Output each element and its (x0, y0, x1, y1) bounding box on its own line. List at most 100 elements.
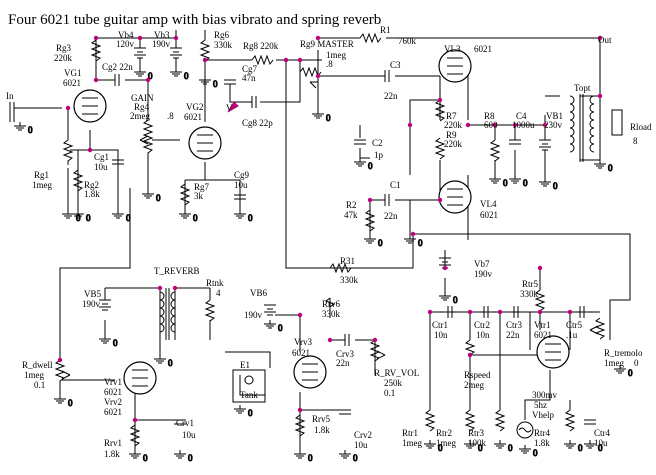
label-rtr1v: 1meg (402, 438, 422, 448)
ground-icon (72, 210, 84, 219)
label-r1v: 760k (398, 36, 417, 46)
ground-node-label: 0 (143, 453, 148, 463)
label-rspeedv: 2meg (464, 380, 484, 390)
crv3-cap (344, 334, 350, 346)
vhelp-sine-icon (518, 427, 532, 433)
ground-node-label: 0 (148, 71, 153, 81)
junction-dot (173, 35, 179, 41)
junction-dot (297, 407, 303, 413)
ground-node-label: 0 (453, 295, 458, 305)
ground-node-label: 0 (168, 358, 173, 368)
label-rload: Rload (630, 122, 652, 132)
ground-node-label: 0 (478, 443, 483, 453)
topt-secondary (589, 95, 595, 153)
ground-node-label: 0 (184, 71, 189, 81)
label-crv1: Crv1 (176, 418, 194, 428)
ground-icon (54, 395, 66, 404)
label-vb1: VB1 (546, 111, 563, 121)
label-rspeed: Rspeed (464, 370, 491, 380)
label-c1v: 22n (384, 211, 398, 221)
label-r8: R8 (484, 111, 495, 121)
label-rrv6v: 330k (322, 309, 341, 319)
label-vb5v: 190v (82, 299, 101, 309)
ground-icon (112, 210, 124, 219)
ground-icon (129, 450, 141, 459)
label-vg1t: 6021 (63, 78, 81, 88)
junction-dot (465, 122, 471, 128)
junction-dot (442, 265, 448, 271)
ground-icon (264, 320, 276, 329)
vb5-battery (99, 299, 111, 311)
ground-icon (519, 445, 531, 454)
ground-node-label: 0 (578, 443, 583, 453)
label-rtr1: Rtr1 (402, 428, 418, 438)
junction-dot (492, 122, 498, 128)
rdwell-pot (54, 359, 66, 395)
junction-dot (512, 122, 518, 128)
label-ctr2v: 10n (476, 330, 490, 340)
cg1-cap (112, 159, 124, 165)
junction-dot (542, 122, 548, 128)
label-vb5: VB5 (84, 289, 102, 299)
label-vb7: Vb7 (474, 259, 490, 269)
label-ctr3v: 22n (506, 330, 520, 340)
ground-node-label: 0 (278, 323, 283, 333)
label-ctr2: Ctr2 (474, 320, 490, 330)
label-rg9v: 1meg (326, 50, 346, 60)
ground-node-label: 0 (113, 338, 118, 348)
vb7-battery (439, 257, 451, 269)
ground-icon (439, 292, 451, 301)
label-ctr1: Ctr1 (432, 320, 448, 330)
label-in: In (6, 91, 14, 101)
label-r31: R31 (340, 256, 355, 266)
junction-dot (567, 309, 573, 315)
ground-node-label: 0 (213, 79, 218, 89)
label-vtr1t: 6021 (534, 330, 552, 340)
battery-symbols (99, 47, 551, 316)
ground-node-label: 0 (533, 448, 538, 458)
ground-icon (14, 122, 26, 131)
ground-node-label: 0 (553, 181, 558, 191)
label-rg1v: 1meg (32, 180, 52, 190)
rg8-resistor (251, 54, 274, 66)
label-rtr2: Rtr2 (436, 428, 452, 438)
ground-icon (614, 365, 626, 374)
label-rtr4v: 1.8k (534, 438, 550, 448)
junction-dot (367, 197, 373, 203)
label-rg8: Rg8 220k (243, 41, 279, 51)
rg2-resistor (72, 169, 84, 192)
junction-dot (315, 73, 321, 79)
label-vrv3t: 6021 (292, 348, 310, 358)
junction-dot (157, 285, 163, 291)
junction-dot (597, 35, 603, 41)
label-vb4: Vb4 (118, 30, 134, 40)
label-rrv5v: 1.8k (314, 425, 330, 435)
rload-box (611, 109, 623, 136)
junction-dot (93, 77, 99, 83)
label-rtr2v: 1meg (436, 438, 456, 448)
rtremolo-wiper (589, 325, 599, 335)
label-cg8: Cg8 22p (242, 118, 273, 128)
junction-dot (132, 417, 138, 423)
ground-icon (234, 405, 246, 414)
ground-node-label: 0 (503, 178, 508, 188)
label-rdwellx: 0.1 (34, 380, 45, 390)
tank-box (232, 369, 266, 403)
transformer-symbols (159, 94, 623, 340)
junction-dot (467, 352, 473, 358)
component-labels: In Out Rg3 220k VG1 6021 Cg2 22n Vb4 120… (6, 25, 652, 459)
label-cg7: Cg7 (242, 64, 258, 74)
label-rtremolo: R_tremolo (604, 348, 643, 358)
treverb-primary (159, 291, 165, 333)
label-vb3v: 190v (152, 39, 171, 49)
ground-node-label: 0 (608, 163, 613, 173)
ground-icon (494, 440, 506, 449)
rrvvol-wiper (376, 350, 386, 360)
junction-dot (437, 97, 443, 103)
label-vb3: Vb3 (154, 30, 170, 40)
label-vtr1: Vtr1 (534, 320, 551, 330)
label-r2v: 47k (344, 210, 358, 220)
label-r9v: 220k (444, 139, 463, 149)
vb4-battery (134, 47, 146, 59)
label-vrv2t: 6021 (104, 407, 122, 417)
